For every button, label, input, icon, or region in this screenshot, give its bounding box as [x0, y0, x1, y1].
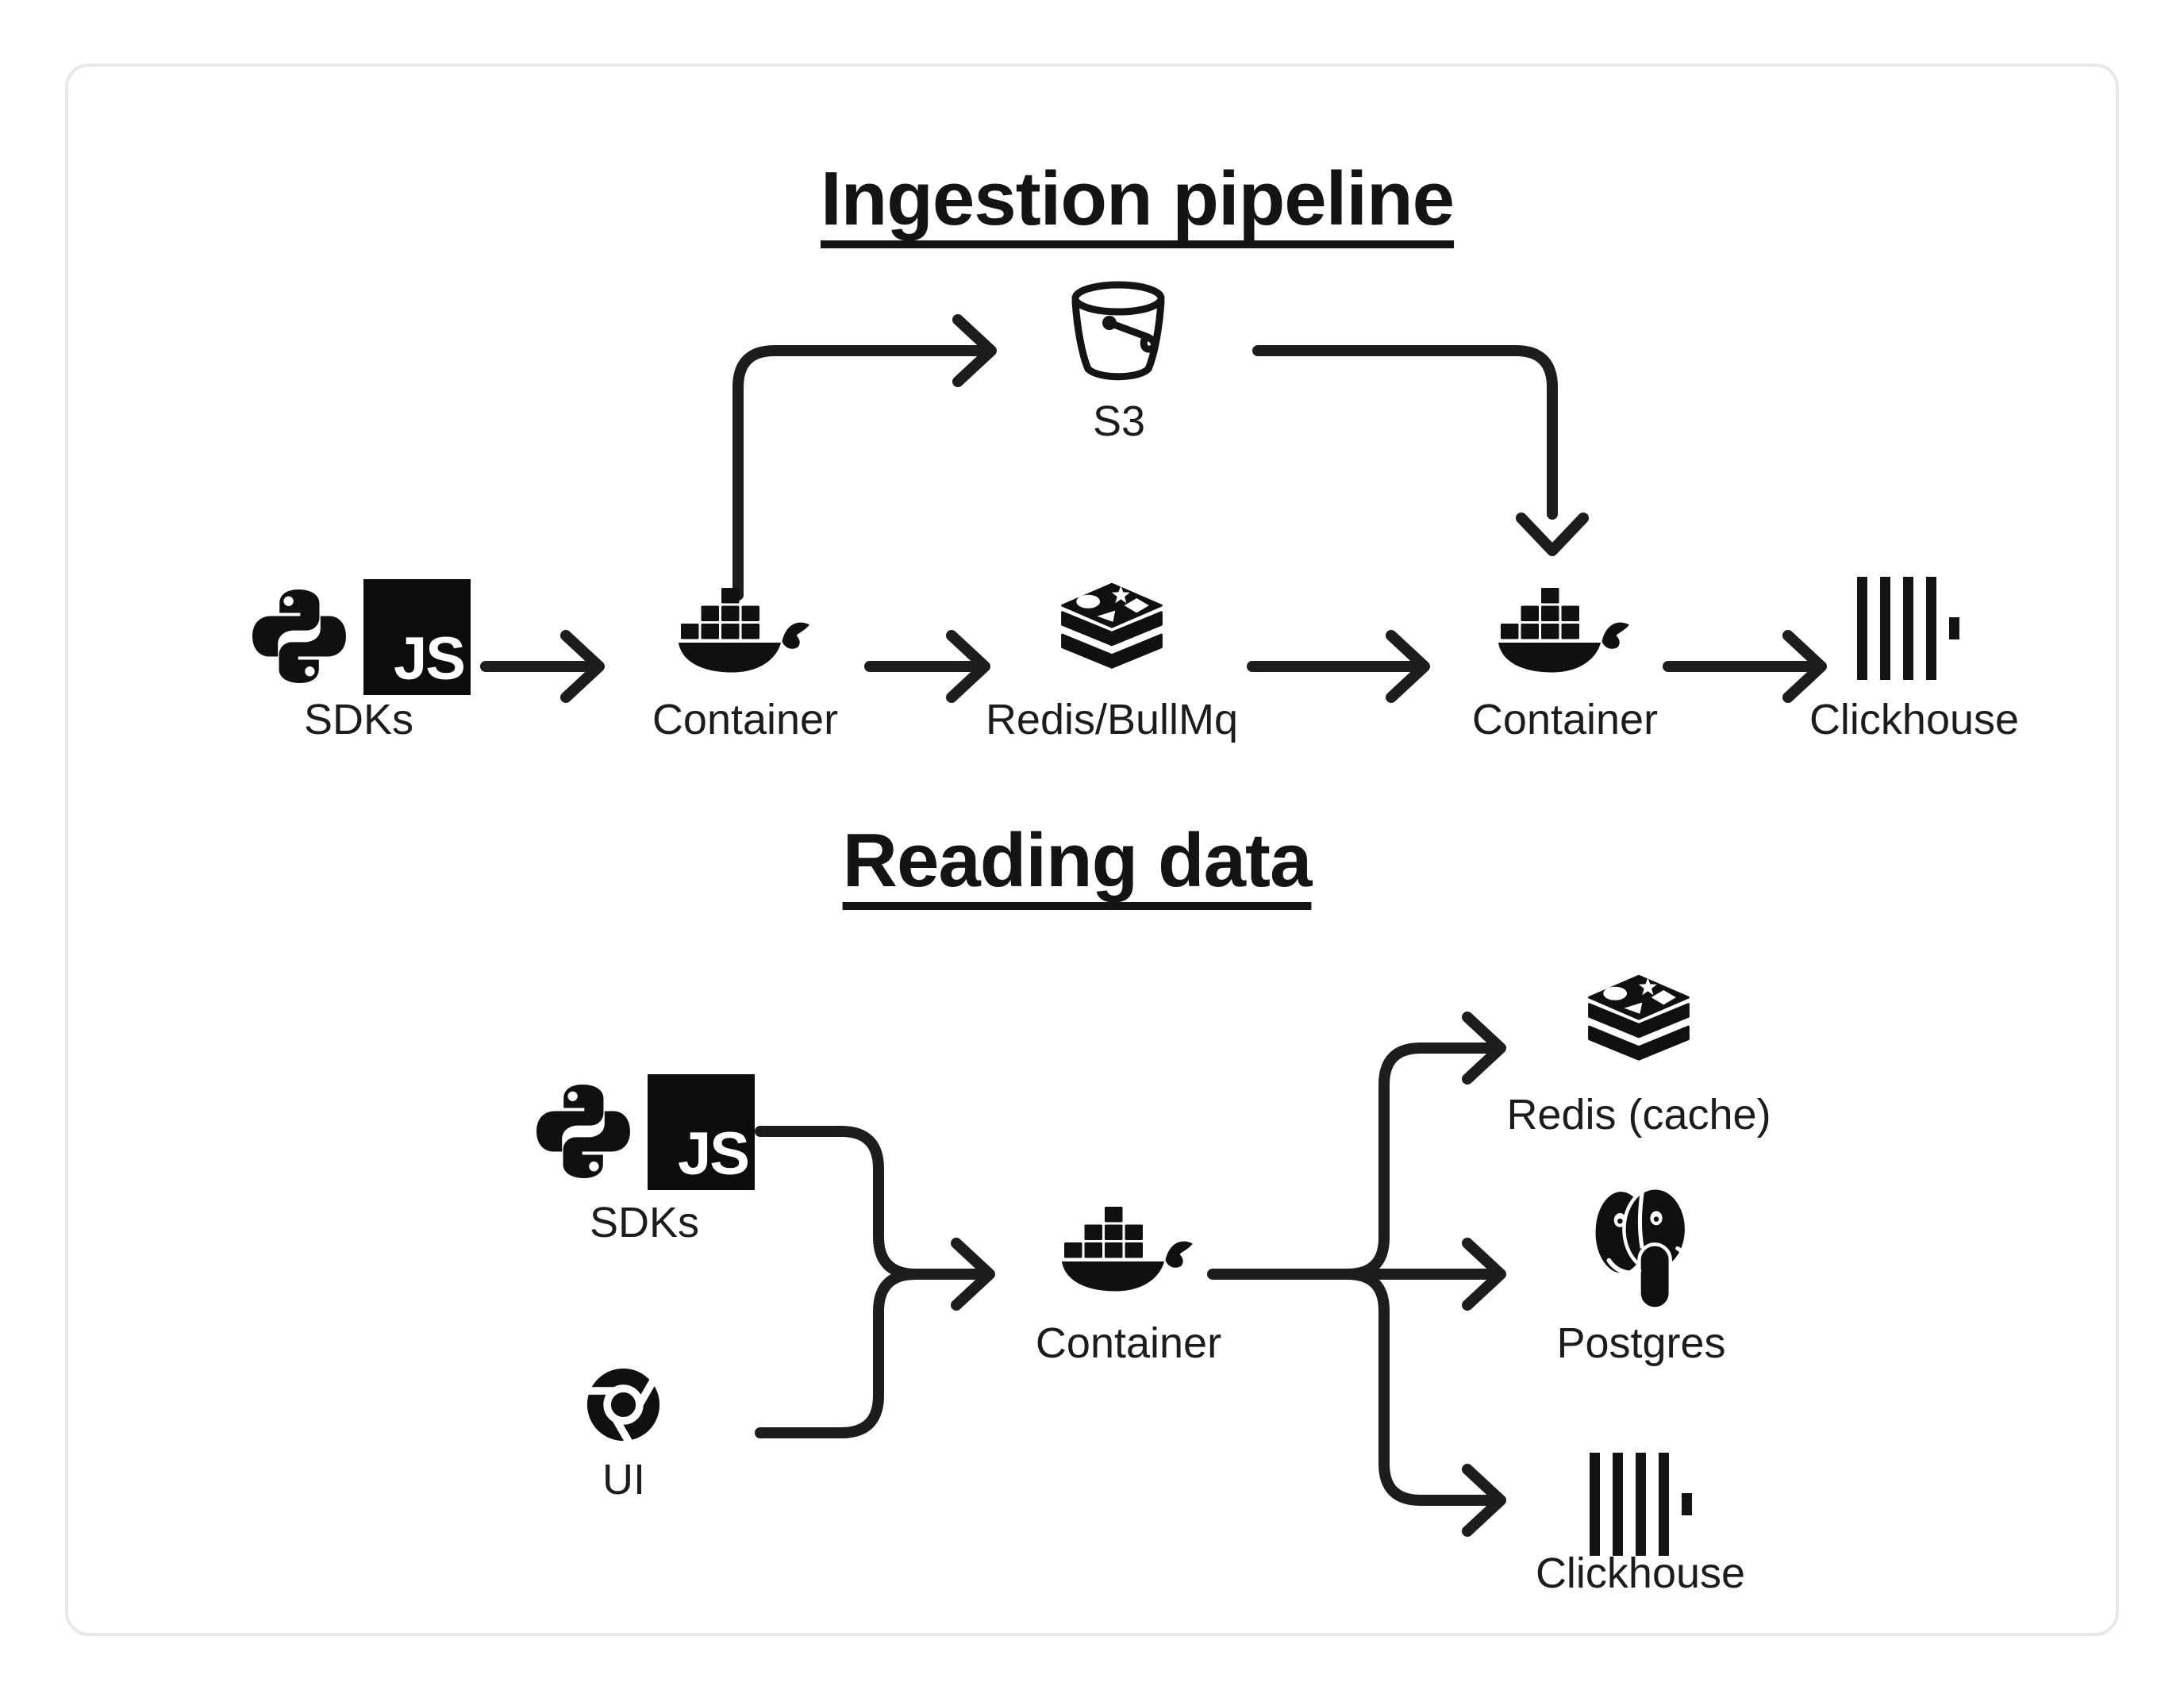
sdks-reading-label: SDKs	[589, 1199, 700, 1246]
postgres-icon	[1592, 1186, 1689, 1311]
redis-icon	[1588, 974, 1690, 1061]
redis-icon	[1061, 582, 1163, 669]
python-icon	[536, 1085, 630, 1178]
postgres-label: Postgres	[1556, 1319, 1726, 1367]
reading-title: Reading data	[842, 818, 1313, 903]
python-icon	[252, 589, 346, 683]
javascript-icon-text: JS	[678, 1120, 750, 1188]
redis-queue-label: Redis/BullMq	[985, 696, 1239, 743]
clickhouse-ingestion-label: Clickhouse	[1809, 696, 2020, 743]
docker-icon	[679, 588, 809, 673]
s3-label: S3	[1092, 397, 1146, 445]
docker-icon	[1498, 588, 1629, 673]
clickhouse-icon	[1857, 577, 1959, 680]
container-ingestion-worker-label: Container	[1471, 696, 1659, 743]
redis-cache-label: Redis (cache)	[1506, 1091, 1771, 1138]
container-ingestion-in-label: Container	[652, 696, 839, 743]
sdks-ingestion-label: SDKs	[303, 696, 414, 743]
container-reading-label: Container	[1035, 1319, 1222, 1367]
clickhouse-icon	[1590, 1453, 1692, 1556]
s3-bucket-icon	[1071, 281, 1165, 381]
javascript-icon-text: JS	[394, 625, 466, 693]
javascript-icon: JS	[648, 1074, 755, 1190]
clickhouse-reading-label: Clickhouse	[1535, 1549, 1746, 1597]
ui-label: UI	[602, 1456, 645, 1503]
ingestion-title: Ingestion pipeline	[820, 156, 1455, 241]
docker-icon	[1062, 1207, 1193, 1292]
diagram-card	[65, 63, 2119, 1636]
chrome-icon	[586, 1368, 660, 1443]
javascript-icon: JS	[363, 579, 471, 695]
